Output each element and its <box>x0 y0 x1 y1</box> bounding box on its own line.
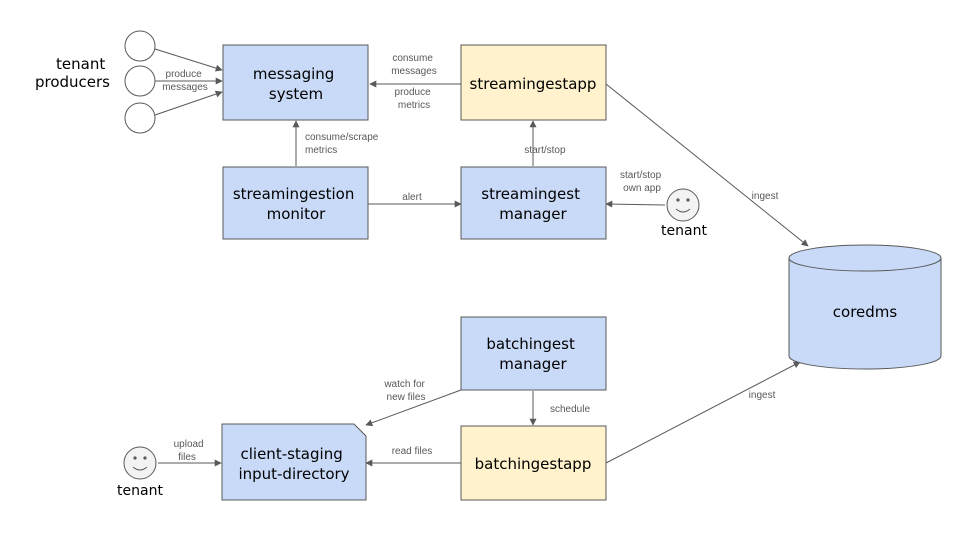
svg-text:streamingestion monitor: streamingestion monitor <box>233 185 359 223</box>
tenant-top-label: tenant <box>661 223 707 239</box>
batchingest-manager-node: batchingest manager <box>460 316 607 391</box>
schedule-label: schedule <box>550 404 590 415</box>
coredms-database-node: coredms <box>788 244 942 370</box>
start-stop-own-label-2: own app <box>623 183 661 194</box>
produce-messages-label-1: produce <box>166 69 203 80</box>
producer-circle-icon <box>124 30 156 62</box>
ingest-top-label: ingest <box>752 191 779 202</box>
batchingest-manager-label-2: manager <box>499 355 567 373</box>
messaging-system-node: messaging system <box>222 44 369 121</box>
svg-text:tenant: tenant <box>661 223 707 239</box>
svg-text:read files: read files <box>392 446 433 457</box>
edge-producer1-messaging <box>154 48 223 72</box>
svg-text:ingest: ingest <box>752 191 779 202</box>
client-staging-node: client-staging input-directory <box>221 423 367 501</box>
svg-text:client-staging input-dir: client-staging input-directory <box>238 445 349 483</box>
start-stop-own-label-1: start/stop <box>620 170 662 181</box>
upload-files-label-2: files <box>178 452 196 463</box>
consume-scrape-label-2: metrics <box>305 145 337 156</box>
read-files-label: read files <box>392 446 433 457</box>
alert-label: alert <box>402 192 422 203</box>
svg-text:streamingest manager: streamingest manager <box>481 185 584 223</box>
streamingest-manager-label-2: manager <box>499 205 567 223</box>
batchingestapp-node: batchingestapp <box>460 425 607 501</box>
svg-text:produce metrics: produce metrics <box>395 87 434 111</box>
svg-text:consume messages: consume messages <box>391 53 437 77</box>
streamingest-manager-label-1: streamingest <box>481 185 580 203</box>
batchingestapp-label: batchingestapp <box>475 455 592 473</box>
svg-text:start/stop: start/stop <box>524 145 566 156</box>
produce-messages-label-2: messages <box>162 82 208 93</box>
svg-text:schedule: schedule <box>550 404 590 415</box>
streamingestion-monitor-label-2: monitor <box>267 205 327 223</box>
svg-text:messaging system: messaging system <box>253 65 339 103</box>
producer-circle-icon <box>124 65 156 97</box>
svg-text:upload files: upload files <box>174 439 207 463</box>
coredms-label: coredms <box>833 303 898 321</box>
edge-tenant-manager <box>605 200 666 208</box>
watch-files-label-1: watch for <box>383 379 425 390</box>
messaging-system-label-2: system <box>269 85 323 103</box>
streamingestion-monitor-label-1: streamingestion <box>233 185 355 203</box>
svg-text:consume/scrape metrics: consume/scrape metrics <box>305 132 381 156</box>
producer-circle-icon <box>124 102 156 134</box>
svg-text:coredms: coredms <box>833 303 898 321</box>
consume-scrape-label-1: consume/scrape <box>305 132 379 143</box>
svg-text:tenant: tenant <box>117 483 163 499</box>
svg-text:streamingestapp: streamingestapp <box>470 75 597 93</box>
svg-text:produce messages: produce messages <box>162 69 208 93</box>
tenant-producers-label-1: tenant <box>56 55 105 73</box>
upload-files-label-1: upload <box>174 439 204 450</box>
svg-text:batchingest manager: batchingest manager <box>486 335 579 373</box>
svg-text:ingest: ingest <box>749 390 776 401</box>
produce-metrics-label-1: produce <box>395 87 432 98</box>
edge-batchingestapp-coredms <box>605 361 801 464</box>
streamingestion-monitor-node: streamingestion monitor <box>222 166 369 240</box>
streamingest-manager-node: streamingest manager <box>460 166 607 240</box>
smiley-face-icon <box>666 188 700 222</box>
streamingestapp-label: streamingestapp <box>470 75 597 93</box>
consume-messages-label-1: consume <box>392 53 433 64</box>
svg-text:alert: alert <box>402 192 422 203</box>
tenant-producers-label-2: producers <box>35 73 110 91</box>
producer-circles <box>124 30 156 134</box>
ingest-bottom-label: ingest <box>749 390 776 401</box>
svg-text:start/stop own app: start/stop own app <box>620 170 664 194</box>
produce-metrics-label-2: metrics <box>398 100 430 111</box>
start-stop-label: start/stop <box>524 145 566 156</box>
svg-text:batchingestapp: batchingestapp <box>475 455 592 473</box>
batchingest-manager-label-1: batchingest <box>486 335 575 353</box>
messaging-system-label-1: messaging <box>253 65 334 83</box>
svg-text:watch for new files: watch for new files <box>383 379 427 403</box>
edge-producer3-messaging <box>154 90 223 116</box>
client-staging-label-2: input-directory <box>238 465 349 483</box>
tenant-bottom-label: tenant <box>117 483 163 499</box>
client-staging-label-1: client-staging <box>241 445 343 463</box>
watch-files-label-2: new files <box>387 392 426 403</box>
edge-batchmanager-clientstaging <box>365 389 462 427</box>
streamingestapp-node: streamingestapp <box>460 44 607 121</box>
tenant-producers-label: tenant producers <box>35 55 110 91</box>
edge-streamingestapp-coredms <box>605 83 809 247</box>
smiley-face-icon <box>123 446 157 480</box>
consume-messages-label-2: messages <box>391 66 437 77</box>
